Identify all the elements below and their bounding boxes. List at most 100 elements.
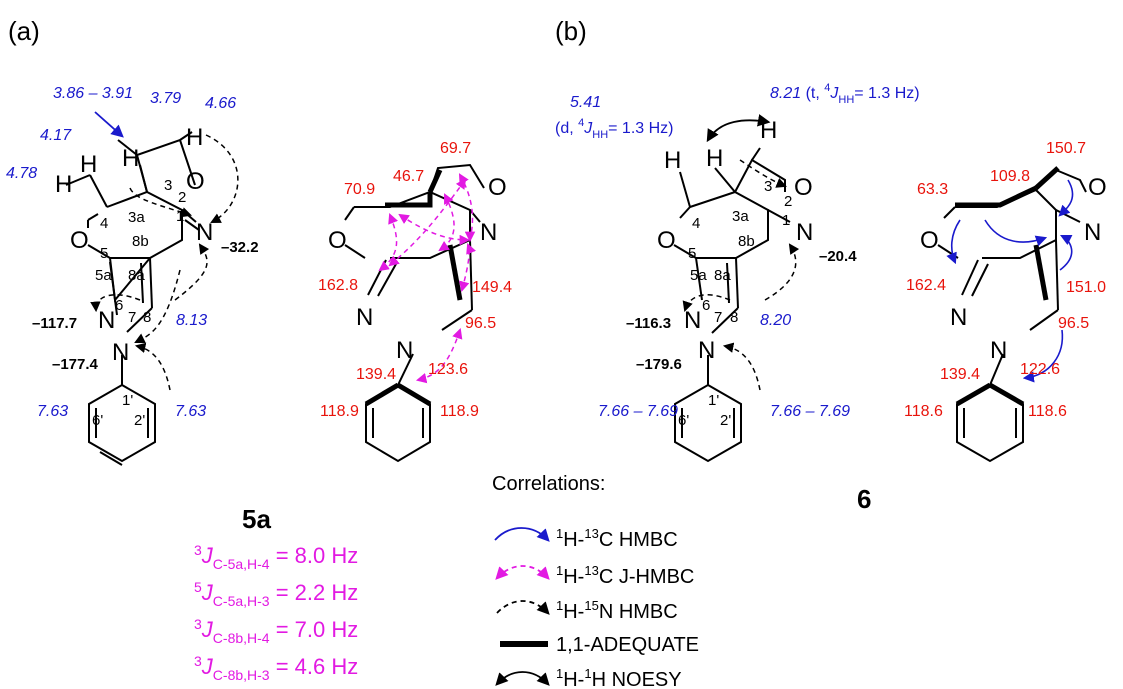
svg-text:O: O xyxy=(1088,174,1107,201)
hmbc-arrows-6 xyxy=(946,179,1074,383)
svg-text:109.8: 109.8 xyxy=(990,168,1030,185)
svg-text:139.4: 139.4 xyxy=(940,366,980,383)
svg-text:5a: 5a xyxy=(690,267,707,284)
svg-text:3: 3 xyxy=(764,178,772,195)
svg-text:N: N xyxy=(356,304,373,331)
coupling-constants-5a: 3JC-5a,H-4 = 8.0 Hz 5JC-5a,H-3 = 2.2 Hz … xyxy=(194,542,358,683)
proton-shifts-6: 8.20 7.66 – 7.69 7.66 – 7.69 xyxy=(598,312,850,420)
atom-numbering-6: 1 2 3 3a 4 5 5a 8b 8a 6 7 8 1' 2' 6' xyxy=(678,178,792,429)
compound-label-5a: 5a xyxy=(242,504,271,534)
svg-text:150.7: 150.7 xyxy=(1046,140,1086,157)
legend-swatch-hmbc xyxy=(494,527,550,542)
svg-text:–117.7: –117.7 xyxy=(32,315,77,332)
svg-text:2': 2' xyxy=(134,412,145,429)
atom-h3: H xyxy=(186,124,203,151)
compound-label-6: 6 xyxy=(857,484,871,514)
svg-text:5.41: 5.41 xyxy=(570,94,601,111)
svg-text:162.8: 162.8 xyxy=(318,277,358,294)
svg-text:7: 7 xyxy=(128,309,136,326)
svg-text:2': 2' xyxy=(720,412,731,429)
svg-text:1: 1 xyxy=(176,208,184,225)
legend-swatch-jhmbc xyxy=(495,565,550,580)
legend-item-jhmbc: 1H-13C J-HMBC xyxy=(556,563,694,588)
svg-text:46.7: 46.7 xyxy=(393,168,424,185)
svg-text:118.6: 118.6 xyxy=(904,403,943,420)
coupling-2: 5JC-5a,H-3 = 2.2 Hz xyxy=(194,579,358,609)
svg-text:N: N xyxy=(1084,219,1101,246)
atom-numbering-5a: 1 2 3 3a 4 5 5a 8b 8a 6 7 8 1' 2' 6' xyxy=(92,177,186,429)
svg-text:5: 5 xyxy=(100,245,108,262)
jhmbc-arrows-5a xyxy=(378,173,476,384)
svg-text:7.66 – 7.69: 7.66 – 7.69 xyxy=(770,403,850,420)
proton-shifts-5a: 3.86 – 3.91 3.79 4.66 4.17 4.78 8.13 7.6… xyxy=(6,85,236,420)
svg-text:N: N xyxy=(684,307,701,334)
structure-6-numbered xyxy=(673,147,791,463)
atom-h3a: H xyxy=(122,145,139,172)
coupling-4: 3JC-8b,H-3 = 4.6 Hz xyxy=(194,653,358,683)
atom-n7: N xyxy=(112,339,129,366)
svg-text:8b: 8b xyxy=(738,233,755,250)
svg-text:5a: 5a xyxy=(95,267,112,284)
legend-item-hmbc: 1H-13C HMBC xyxy=(556,526,678,551)
svg-text:N: N xyxy=(480,219,497,246)
svg-text:4.66: 4.66 xyxy=(205,95,236,112)
atom-h4a: H xyxy=(80,151,97,178)
c13-shifts-5a: 69.7 70.9 46.7 149.4 162.8 96.5 123.6 13… xyxy=(318,140,512,420)
svg-text:3: 3 xyxy=(164,177,172,194)
svg-text:N: N xyxy=(698,337,715,364)
svg-text:2: 2 xyxy=(178,189,186,206)
noesy-arrow-6 xyxy=(706,114,771,143)
svg-text:5: 5 xyxy=(688,245,696,262)
svg-text:8a: 8a xyxy=(128,267,145,284)
panel-label-b: (b) xyxy=(555,16,587,46)
n15-shifts-6: –20.4 –116.3 –179.6 xyxy=(626,248,857,373)
noesy-annotations-6: 5.41 (d, 4JHH= 1.3 Hz) 8.21 (t, 4JHH= 1.… xyxy=(555,82,920,141)
legend-swatch-nhmbc xyxy=(496,600,550,615)
adequate-bonds-6 xyxy=(955,166,1060,407)
svg-text:6': 6' xyxy=(678,412,689,429)
svg-text:1': 1' xyxy=(122,392,133,409)
svg-text:O: O xyxy=(657,227,676,254)
svg-text:8a: 8a xyxy=(714,267,731,284)
svg-text:4: 4 xyxy=(100,215,108,232)
svg-text:8.21 (t, 4JHH= 1.3 Hz): 8.21 (t, 4JHH= 1.3 Hz) xyxy=(770,82,920,106)
svg-text:H: H xyxy=(664,147,681,174)
atom-o5: O xyxy=(70,227,89,254)
svg-text:96.5: 96.5 xyxy=(465,315,496,332)
nhmbc-arrows-6 xyxy=(682,159,800,391)
svg-text:–116.3: –116.3 xyxy=(626,315,671,332)
svg-text:7.63: 7.63 xyxy=(37,403,68,420)
svg-text:N: N xyxy=(990,337,1007,364)
svg-text:151.0: 151.0 xyxy=(1066,279,1106,296)
svg-text:6: 6 xyxy=(115,297,123,314)
svg-text:8: 8 xyxy=(730,309,738,326)
svg-text:118.6: 118.6 xyxy=(1028,403,1067,420)
svg-text:96.5: 96.5 xyxy=(1058,315,1089,332)
svg-text:8b: 8b xyxy=(132,233,149,250)
svg-text:4.78: 4.78 xyxy=(6,165,37,182)
svg-text:N: N xyxy=(796,219,813,246)
svg-text:4.17: 4.17 xyxy=(40,127,72,144)
svg-text:–177.4: –177.4 xyxy=(52,356,99,373)
svg-text:–32.2: –32.2 xyxy=(221,239,259,256)
svg-text:(d, 4JHH= 1.3 Hz): (d, 4JHH= 1.3 Hz) xyxy=(555,117,674,141)
svg-text:3.86 – 3.91: 3.86 – 3.91 xyxy=(53,85,133,102)
legend-item-noesy: 1H-1H NOESY xyxy=(556,666,682,689)
svg-text:6: 6 xyxy=(702,297,710,314)
c13-shifts-6: 150.7 63.3 109.8 151.0 162.4 96.5 122.6 … xyxy=(904,140,1106,420)
svg-text:123.6: 123.6 xyxy=(428,361,468,378)
atom-h4b: H xyxy=(55,171,72,198)
svg-text:N: N xyxy=(950,304,967,331)
svg-text:3a: 3a xyxy=(732,208,749,225)
svg-text:2: 2 xyxy=(784,193,792,210)
coupling-1: 3JC-5a,H-4 = 8.0 Hz xyxy=(194,542,358,572)
svg-text:N: N xyxy=(396,337,413,364)
panel-label-a: (a) xyxy=(8,16,40,46)
svg-text:4: 4 xyxy=(692,215,700,232)
atom-labels-6-right: O O N N N xyxy=(920,174,1107,364)
svg-text:70.9: 70.9 xyxy=(344,181,375,198)
svg-text:118.9: 118.9 xyxy=(320,403,359,420)
svg-text:8: 8 xyxy=(143,309,151,326)
legend-swatch-noesy xyxy=(495,671,550,686)
svg-text:1: 1 xyxy=(782,212,790,229)
